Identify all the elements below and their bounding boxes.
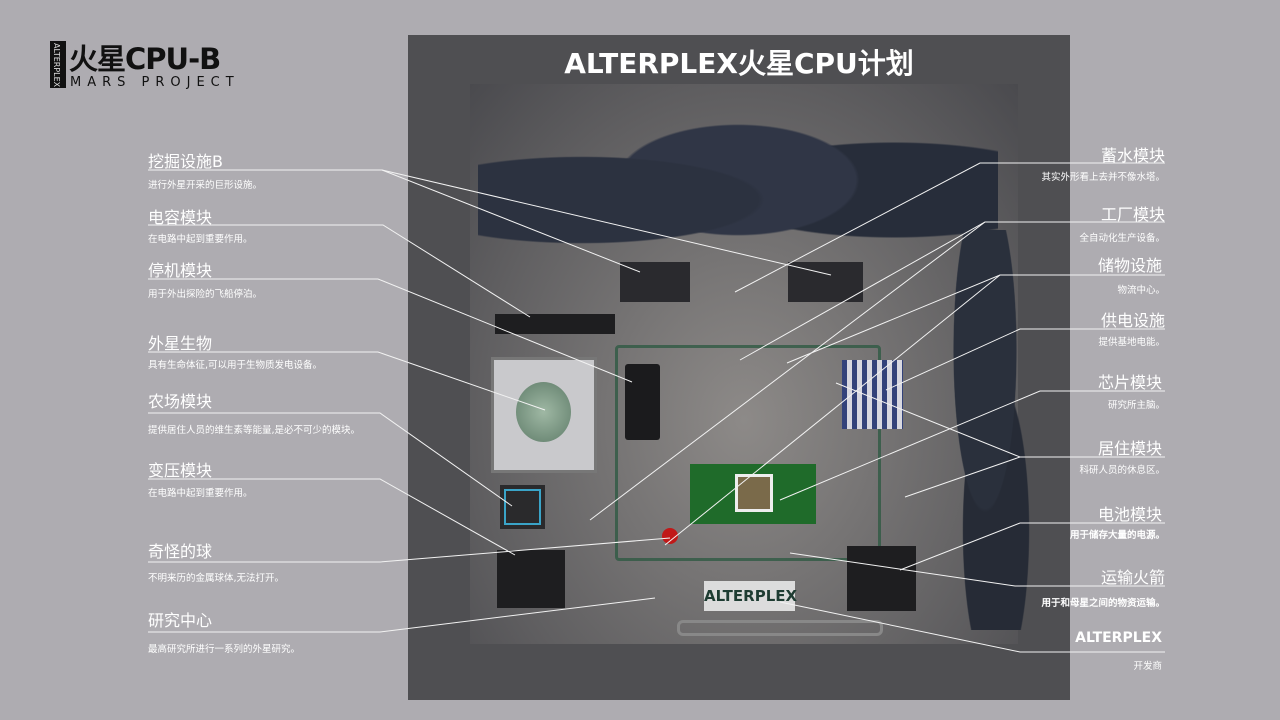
- label-storage-title: 储物设施: [1097, 256, 1162, 275]
- label-alien-desc: 具有生命体征,可以用于生物质发电设备。: [148, 360, 323, 371]
- label-chip-title: 芯片模块: [1097, 373, 1162, 392]
- label-storage-desc: 物流中心。: [1117, 285, 1165, 296]
- label-ball-desc: 不明来历的金属球体,无法打开。: [148, 573, 285, 584]
- leader-line: [148, 351, 546, 411]
- label-chip-desc: 研究所主脑。: [1107, 400, 1165, 411]
- label-rocket-desc: 用于和母星之间的物资运输。: [1041, 598, 1165, 609]
- frame-handle: [677, 620, 883, 636]
- label-power-desc: 提供基地电能。: [1098, 337, 1165, 348]
- label-battery-title: 电池模块: [1097, 505, 1162, 524]
- label-developer-desc: 开发商: [1133, 661, 1162, 672]
- label-factory-desc: 全自动化生产设备。: [1079, 233, 1165, 244]
- label-rocket-title: 运输火箭: [1100, 568, 1165, 587]
- label-transformer-title: 变压模块: [148, 461, 213, 480]
- leader-line: [148, 597, 656, 633]
- leader-line: [589, 221, 986, 521]
- label-docking-title: 停机模块: [148, 261, 213, 280]
- leader-line: [148, 478, 516, 556]
- leader-line: [904, 456, 1021, 498]
- label-ball-title: 奇怪的球: [148, 542, 213, 561]
- label-capacitor-title: 电容模块: [148, 208, 213, 227]
- label-alien-title: 外星生物: [148, 334, 213, 353]
- label-living-title: 居住模块: [1097, 439, 1162, 458]
- leader-line: [885, 328, 1165, 391]
- docking-module: [625, 364, 660, 440]
- label-power-title: 供电设施: [1100, 311, 1165, 330]
- strange-ball: [662, 528, 678, 544]
- logo-subtitle: MARS PROJECT: [70, 75, 240, 90]
- leader-line: [779, 390, 1165, 501]
- leader-line: [148, 412, 513, 507]
- leader-line: [789, 552, 1165, 587]
- leader-line: [779, 601, 1165, 653]
- leader-line: [664, 274, 1001, 546]
- leader-line: [148, 278, 633, 383]
- battery-module: [847, 546, 916, 611]
- research-center: [497, 550, 565, 608]
- label-living-desc: 科研人员的休息区。: [1079, 465, 1165, 476]
- label-farm-desc: 提供居住人员的维生素等能量,是必不可少的模块。: [148, 425, 361, 436]
- label-factory-title: 工厂模块: [1100, 205, 1165, 224]
- leader-line: [734, 162, 1165, 293]
- label-docking-desc: 用于外出探险的飞船停泊。: [148, 289, 263, 300]
- label-water-title: 蓄水模块: [1100, 146, 1165, 165]
- label-battery-desc: 用于储存大量的电源。: [1069, 530, 1165, 541]
- logo-title: 火星CPU-B: [69, 42, 221, 76]
- logo-vertical-badge: ALTERPLEX: [50, 41, 66, 88]
- rocks-top: [478, 100, 998, 300]
- label-water-desc: 其实外形看上去并不像水塔。: [1041, 172, 1165, 183]
- logo-vertical-text: ALTERPLEX: [52, 43, 61, 88]
- diagram-title: ALTERPLEX火星CPU计划: [564, 47, 914, 80]
- label-mining-title: 挖掘设施B: [148, 152, 223, 171]
- transformer-module: [500, 485, 545, 529]
- alien-creature: [516, 382, 571, 442]
- cpu-core: [735, 474, 773, 512]
- label-developer-title: ALTERPLEX: [1075, 630, 1162, 646]
- leader-line: [148, 537, 671, 563]
- label-farm-title: 农场模块: [148, 392, 213, 411]
- alterplex-sign: ALTERPLEX: [704, 581, 797, 611]
- label-mining-desc: 进行外星开采的巨形设施。: [148, 180, 263, 191]
- label-research-desc: 最高研究所进行一系列的外星研究。: [148, 644, 301, 655]
- leader-line: [899, 522, 1165, 571]
- label-capacitor-desc: 在电路中起到重要作用。: [148, 234, 253, 245]
- circuit-traces: [615, 345, 881, 561]
- label-research-title: 研究中心: [148, 611, 213, 630]
- mining-facility-right: [788, 262, 863, 302]
- label-transformer-desc: 在电路中起到重要作用。: [148, 488, 253, 499]
- capacitor-strip: [495, 314, 615, 334]
- leader-line: [148, 224, 531, 318]
- leader-line: [381, 169, 832, 276]
